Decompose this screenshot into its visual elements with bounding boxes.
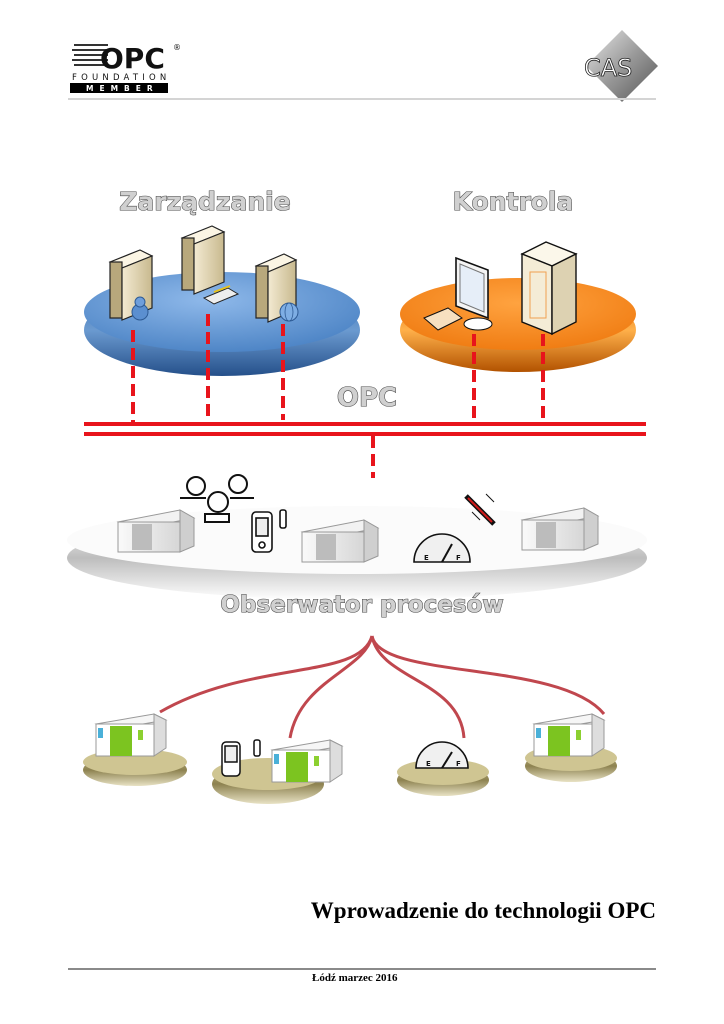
green-plc-module-icon xyxy=(94,713,168,757)
field-cables xyxy=(159,635,606,739)
opc-foundation-member-logo: OPC ® FOUNDATION MEMBER xyxy=(70,38,182,94)
footer-rule xyxy=(68,968,656,970)
opc-bus-label: OPC xyxy=(337,383,397,413)
svg-text:E: E xyxy=(426,760,431,768)
pressure-gauges-icon xyxy=(180,474,254,523)
plc-module-icon xyxy=(520,507,600,551)
opc-brand: OPC xyxy=(100,42,165,75)
foundation-text: FOUNDATION xyxy=(72,73,170,83)
header-rule xyxy=(68,98,656,100)
svg-text:®: ® xyxy=(173,43,181,52)
fuel-gauge-icon: E F xyxy=(413,533,471,563)
svg-text:F: F xyxy=(456,554,461,562)
opc-droplines xyxy=(131,314,545,478)
cabinet-server-icon xyxy=(520,241,578,336)
svg-text:F: F xyxy=(456,760,461,768)
server-user-icon xyxy=(108,249,154,321)
plc-module-icon xyxy=(300,519,380,563)
fuel-gauge-icon: E F xyxy=(415,741,469,769)
process-observer-label: Obserwator procesów xyxy=(220,592,503,618)
pda-icon xyxy=(221,739,261,777)
cas-logo: CAS xyxy=(578,28,662,102)
document-title: Wprowadzenie do technologii OPC xyxy=(310,898,656,923)
server-globe-icon xyxy=(254,253,299,323)
opc-bus xyxy=(84,422,646,436)
control-label: Kontrola xyxy=(453,187,574,216)
flag-stripes-icon xyxy=(72,44,108,66)
svg-text:E: E xyxy=(424,554,429,562)
thermometer-icon xyxy=(464,493,496,526)
cas-brand: CAS xyxy=(584,54,632,82)
opc-architecture-diagram: Zarządzanie Kontrola xyxy=(67,186,647,804)
document-footer: Łódź marzec 2016 xyxy=(312,972,398,984)
member-text: MEMBER xyxy=(86,84,159,93)
plc-module-icon xyxy=(116,509,196,553)
workstation-icon xyxy=(423,256,493,331)
green-plc-module-icon xyxy=(532,713,606,757)
green-plc-module-icon xyxy=(270,739,344,783)
management-label: Zarządzanie xyxy=(119,187,290,216)
server-printer-icon xyxy=(180,225,240,305)
pda-antenna-icon xyxy=(251,509,287,553)
